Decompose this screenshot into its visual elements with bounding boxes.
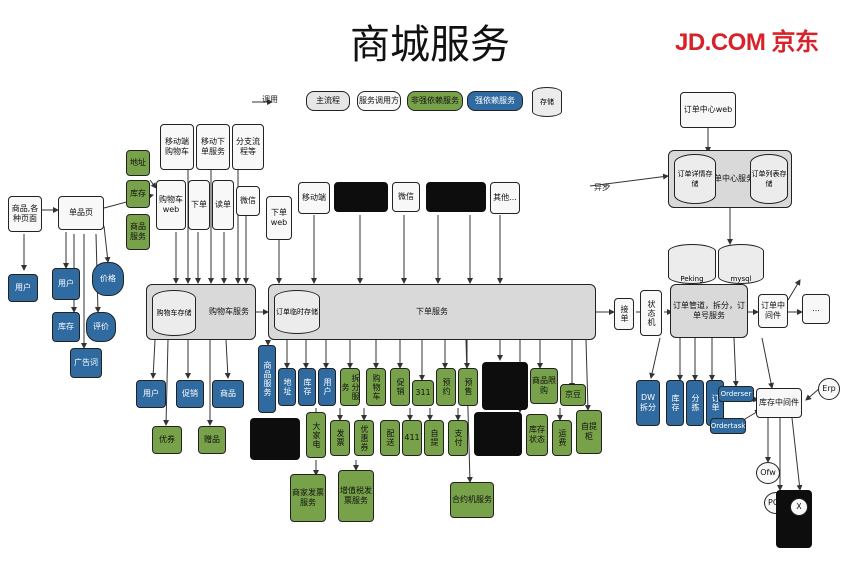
order-mobile-node: 移动端 bbox=[298, 182, 330, 214]
mobile-order-node: 移动下单服务 bbox=[196, 124, 230, 170]
orderserver-node: Orderser bbox=[718, 386, 754, 402]
cart-addr-node: 地址 bbox=[126, 150, 150, 176]
order-dep-b: 地址 bbox=[278, 368, 296, 406]
order-dep-v: 库存状态 bbox=[526, 414, 548, 456]
right-sort-node: 分拣 bbox=[686, 380, 704, 426]
stock-middleware-node: 库存中间件 bbox=[756, 388, 802, 418]
order-pipeline-node: 订单管道，拆分，订单号服务 bbox=[670, 284, 748, 338]
order-dep-p: 411 bbox=[402, 420, 422, 456]
redacted-block bbox=[334, 182, 388, 212]
order-dep-m: 支付 bbox=[448, 420, 468, 456]
right-stock-node: 库存 bbox=[666, 380, 684, 426]
async-label: 异步 bbox=[594, 183, 610, 192]
branch-flow-node: 分支流程等 bbox=[232, 124, 264, 170]
order-dep-w: 商家发票服务 bbox=[290, 474, 326, 522]
mobile-cart-node: 移动端购物车 bbox=[160, 124, 194, 170]
cart-stock-node: 库存 bbox=[126, 180, 150, 208]
legend-storage-icon: 存储 bbox=[532, 87, 562, 117]
legend-provider: 服务调用方 bbox=[357, 91, 401, 111]
order-detail-storage: 订单详情存储 bbox=[674, 154, 716, 204]
page-title: 商城服务 bbox=[350, 22, 510, 68]
dw-split-node: DW 拆分 bbox=[636, 380, 660, 426]
order-dep-q: 自提 bbox=[424, 420, 444, 456]
redacted-block bbox=[474, 412, 522, 456]
cart-coupon-node: 优券 bbox=[152, 426, 182, 454]
jd-logo: JD.COM 京东 bbox=[675, 29, 819, 56]
cart-user-node: 用户 bbox=[136, 380, 166, 408]
left-user-node: 用户 bbox=[8, 274, 38, 302]
cart-wechat-node: 微信 bbox=[236, 186, 260, 216]
order-other-node: 其他... bbox=[490, 182, 520, 214]
order-dep-ab: 商品限购 bbox=[530, 368, 558, 404]
cart-goods-service-node: 商品 bbox=[212, 380, 244, 408]
legend-strong-dependency: 强依赖服务 bbox=[467, 91, 523, 111]
mysql-db: mysql bbox=[718, 244, 764, 284]
order-dep-k: 预约 bbox=[436, 368, 456, 406]
order-dep-r: 大家电 bbox=[306, 412, 326, 458]
legend-non-dependency: 非强依赖服务 bbox=[407, 91, 463, 111]
order-dep-t: 优惠券 bbox=[354, 420, 374, 456]
redacted-block bbox=[250, 418, 300, 460]
order-middleware-node: 订单中间件 bbox=[758, 294, 788, 328]
legend-call-label: 调用 bbox=[262, 95, 278, 104]
order-wechat-node: 微信 bbox=[392, 182, 420, 212]
legend-main-flow: 主流程 bbox=[306, 91, 350, 111]
peking-db: Peking bbox=[668, 244, 716, 284]
order-dep-u: 运费 bbox=[552, 420, 572, 456]
cart-goods-node: 商品服务 bbox=[126, 214, 150, 250]
cart-gift-node: 赠品 bbox=[198, 426, 226, 454]
order-dep-s: 发票 bbox=[330, 420, 350, 456]
cart-storage-node: 购物车存储 bbox=[152, 290, 196, 336]
order-dep-x: 增值税发票服务 bbox=[338, 470, 374, 522]
order-dep-c: 库存 bbox=[298, 368, 316, 406]
single-page-node: 单品页 bbox=[58, 196, 104, 230]
ordertask-node: Ordertask bbox=[710, 418, 746, 434]
order-dep-d: 用户 bbox=[318, 368, 336, 406]
ellipsis-node: ... bbox=[802, 294, 830, 324]
cart-service-label: 购物车服务 bbox=[209, 307, 249, 316]
left-review-node: 评价 bbox=[86, 312, 116, 342]
order-center-web-node: 订单中心web bbox=[680, 92, 736, 128]
cart-promo-node: 促销 bbox=[176, 380, 204, 408]
left-price-node: 价格 bbox=[92, 262, 124, 296]
order-dep-g: 促销 bbox=[390, 368, 410, 406]
redacted-block bbox=[426, 182, 486, 212]
order-storage-node: 订单临时存储 bbox=[274, 290, 320, 334]
x-node: X bbox=[790, 498, 808, 516]
order-dep-z: 自提柜 bbox=[576, 410, 602, 454]
order-dep-o: 311 bbox=[412, 380, 434, 406]
left-user2-node: 用户 bbox=[52, 268, 80, 300]
state-machine-node: 状态机 bbox=[640, 290, 662, 336]
order-dep-j: 配送 bbox=[380, 420, 400, 456]
order-web-node: 下单web bbox=[266, 196, 292, 240]
order-list-storage: 订单列表存储 bbox=[750, 154, 788, 204]
order-receive-node: 接单 bbox=[614, 298, 634, 330]
order-dep-a: 商品服务 bbox=[258, 345, 276, 413]
order-dep-y: 合约机服务 bbox=[450, 482, 494, 518]
list-page-node: 商品,各种页面 bbox=[8, 196, 42, 232]
order-dep-aa: 京豆 bbox=[560, 384, 586, 406]
erp-node: Erp bbox=[818, 378, 840, 400]
left-stock-node: 库存 bbox=[52, 312, 80, 342]
left-ad-node: 广告词 bbox=[70, 348, 102, 378]
order-dep-f: 购物车 bbox=[366, 368, 386, 406]
order-dep-e: 拆分服务 bbox=[340, 368, 360, 406]
cart-order-node: 下单 bbox=[188, 180, 210, 230]
cart-reading-node: 读单 bbox=[212, 180, 234, 230]
redacted-block bbox=[482, 362, 528, 410]
ofw-node: Ofw bbox=[756, 462, 780, 484]
cart-web-node: 购物车web bbox=[156, 180, 186, 230]
order-dep-n: 预售 bbox=[458, 368, 478, 406]
order-service-node: 下单服务 bbox=[268, 284, 596, 340]
